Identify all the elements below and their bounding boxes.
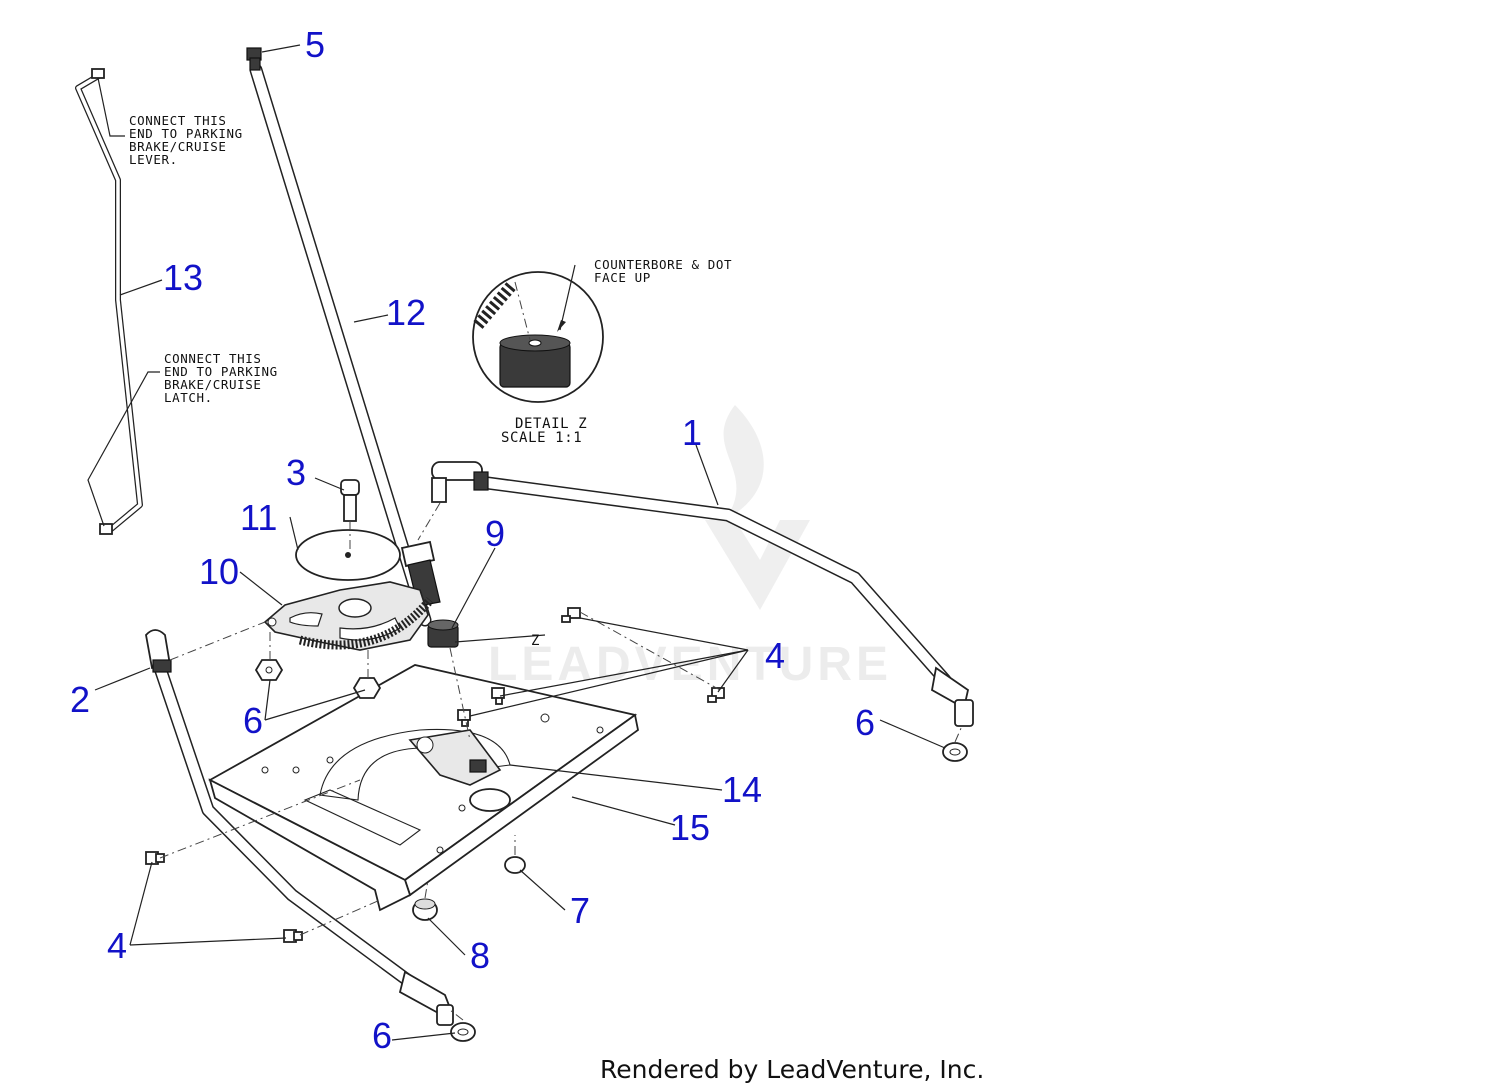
watermark-text: LEADVENTURE	[488, 638, 892, 691]
callout-2: 2	[70, 679, 90, 720]
callout-12: 12	[386, 292, 426, 333]
callout-6-bottom: 6	[372, 1015, 392, 1056]
callouts: 5 13 12 3 11 10 9 1 2 6 6 4 14 15 7 8 4 …	[70, 24, 875, 1056]
detail-label: DETAIL Z	[515, 416, 587, 432]
part-15-mounting-plate	[208, 664, 639, 912]
part-2-tie-rod	[145, 629, 454, 1026]
part-1-drag-link	[417, 461, 974, 727]
part-8-nut	[412, 898, 438, 921]
callout-9: 9	[485, 513, 505, 554]
note-latch-line: CONNECT THIS	[164, 351, 262, 366]
callout-3: 3	[286, 452, 306, 493]
detail-scale: SCALE 1:1	[501, 430, 582, 446]
part-4-bolt	[707, 687, 725, 703]
note-lever-line: BRAKE/CRUISE	[129, 139, 227, 154]
detail-z-view	[472, 264, 604, 403]
callout-1: 1	[682, 412, 702, 453]
part-12-steering-shaft	[246, 47, 441, 627]
callout-10: 10	[199, 551, 239, 592]
callout-4-lower: 4	[107, 925, 127, 966]
callout-6-left: 6	[243, 700, 263, 741]
callout-4-upper: 4	[765, 635, 785, 676]
part-4-bolt	[457, 709, 471, 727]
note-lever: CONNECT THIS END TO PARKING BRAKE/CRUISE…	[129, 113, 243, 167]
note-counterbore-line: COUNTERBORE & DOT	[594, 257, 732, 272]
part-4-bolt	[283, 929, 303, 943]
detail-marker: Z	[531, 633, 540, 649]
note-latch-line: END TO PARKING	[164, 364, 278, 379]
note-lever-line: LEVER.	[129, 152, 178, 167]
callout-7: 7	[570, 890, 590, 931]
part-3-shoulder-bolt	[340, 479, 360, 552]
callout-5: 5	[305, 24, 325, 65]
leader-lines	[87, 44, 946, 1041]
part-10-steering-sector-gear	[263, 581, 434, 651]
callout-15: 15	[670, 807, 710, 848]
hardware	[145, 607, 968, 1042]
callout-11: 11	[240, 497, 277, 538]
part-6-nut	[450, 1022, 476, 1042]
part-6-nut	[352, 677, 382, 699]
note-lever-line: END TO PARKING	[129, 126, 243, 141]
callout-8: 8	[470, 935, 490, 976]
note-counterbore-line: FACE UP	[594, 270, 651, 285]
callout-14: 14	[722, 769, 762, 810]
part-14-pivot-bracket	[408, 729, 502, 786]
note-latch-line: BRAKE/CRUISE	[164, 377, 262, 392]
part-4-bolt	[561, 607, 581, 623]
center-lines	[159, 611, 963, 1021]
note-latch: CONNECT THIS END TO PARKING BRAKE/CRUISE…	[164, 351, 278, 405]
note-counterbore: COUNTERBORE & DOT FACE UP	[594, 257, 732, 285]
part-6-nut	[942, 742, 968, 762]
render-credit: Rendered by LeadVenture, Inc.	[600, 1055, 984, 1084]
part-9-pinion-gear	[427, 619, 459, 648]
part-7-nut	[504, 856, 526, 874]
part-4-bolt	[491, 687, 505, 705]
part-6-nut	[254, 659, 284, 681]
callout-6-right: 6	[855, 702, 875, 743]
part-11-disc	[295, 529, 401, 581]
callout-13: 13	[163, 257, 203, 298]
note-lever-line: CONNECT THIS	[129, 113, 227, 128]
note-latch-line: LATCH.	[164, 390, 213, 405]
part-13-brake-link-rod	[75, 68, 143, 535]
